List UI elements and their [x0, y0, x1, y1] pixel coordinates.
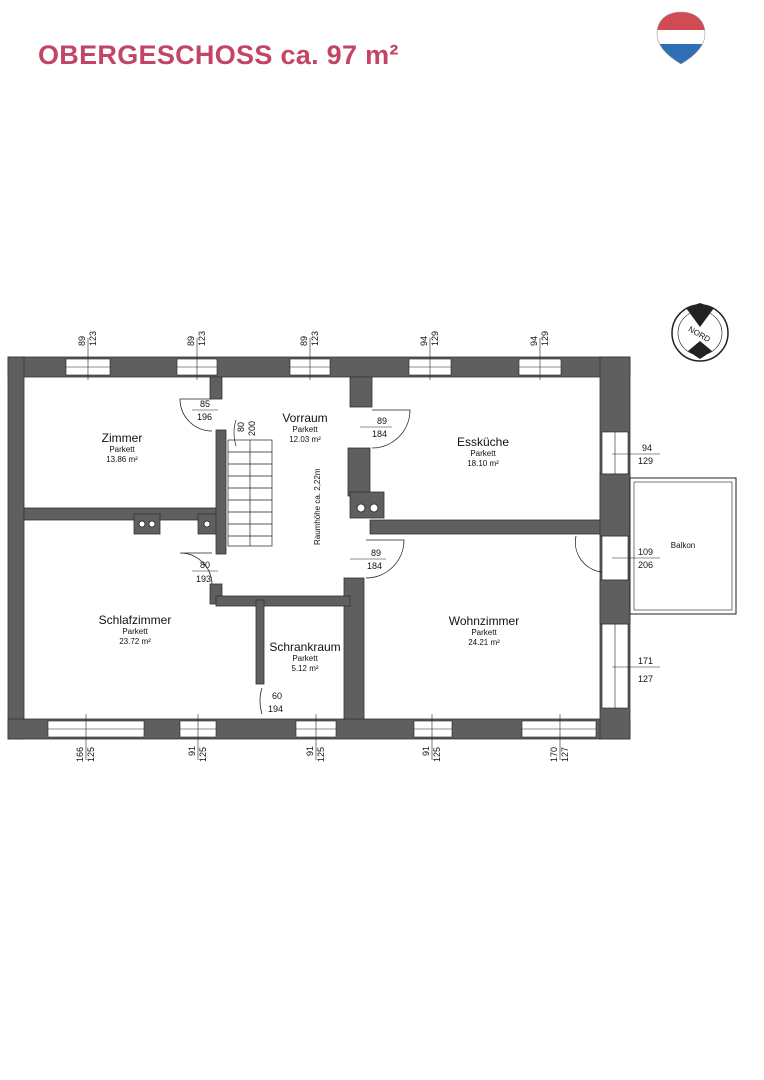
room-zimmer: Zimmer Parkett 13.86 m² [102, 431, 143, 464]
room-schlafzimmer: Schlafzimmer Parkett 23.72 m² [99, 613, 172, 646]
chimney-icon [138, 503, 379, 528]
room-vorraum-name: Vorraum [282, 411, 327, 425]
room-esskueche-area: 18.10 m² [467, 459, 499, 468]
door-1-width: 85 [200, 399, 210, 409]
door-4-width: 80 [200, 560, 210, 570]
window-right-1-width: 94 [642, 443, 652, 453]
window-bottom-3-height: 125 [316, 747, 326, 762]
window-top-3-width: 89 [299, 336, 309, 346]
window-right-1-height: 129 [638, 456, 653, 466]
window-top-1-height: 123 [88, 331, 98, 346]
door-5-height: 184 [367, 561, 382, 571]
window-top-4-width: 94 [419, 336, 429, 346]
window-bottom-1-height: 125 [86, 747, 96, 762]
room-wohnzimmer-area: 24.21 m² [468, 638, 500, 647]
room-schlafzimmer-name: Schlafzimmer [99, 613, 172, 627]
room-wohnzimmer: Wohnzimmer Parkett 24.21 m² [449, 614, 519, 647]
door-2-width: 80 [236, 422, 246, 432]
room-wohnzimmer-floor: Parkett [471, 628, 497, 637]
door-3-width: 89 [377, 416, 387, 426]
window-glass-lines [48, 366, 616, 730]
window-bottom-2-width: 91 [187, 746, 197, 756]
door-6-height: 194 [268, 704, 283, 714]
window-top-4-height: 129 [430, 331, 440, 346]
window-bottom-2-height: 125 [198, 747, 208, 762]
window-bottom-4-width: 91 [421, 746, 431, 756]
room-zimmer-area: 13.86 m² [106, 455, 138, 464]
staircase [227, 419, 273, 547]
window-bottom-3-width: 91 [305, 746, 315, 756]
ceiling-height-note: Raumhöhe ca. 2,22m [313, 468, 322, 545]
room-schrankraum-area: 5.12 m² [291, 664, 318, 673]
interior-walls [23, 376, 631, 720]
north-compass-icon: NORD [671, 303, 729, 362]
room-zimmer-name: Zimmer [102, 431, 143, 445]
window-top-1-width: 89 [77, 336, 87, 346]
window-bottom-4-height: 125 [432, 747, 442, 762]
room-schrankraum: Schrankraum Parkett 5.12 m² [269, 640, 340, 673]
window-right-2-height: 206 [638, 560, 653, 570]
brand-logo-icon [656, 11, 706, 65]
room-schlafzimmer-area: 23.72 m² [119, 637, 151, 646]
window-top-2-height: 123 [197, 331, 207, 346]
room-balkon-name: Balkon [671, 541, 695, 550]
room-schlafzimmer-floor: Parkett [122, 627, 148, 636]
room-vorraum: Vorraum Parkett 12.03 m² [282, 411, 327, 444]
plan-title: OBERGESCHOSS ca. 97 m² [38, 40, 399, 70]
door-4-height: 193 [196, 574, 211, 584]
top-dimensions [87, 338, 541, 380]
bottom-dimensions [85, 714, 561, 760]
window-bottom-1-width: 166 [75, 747, 85, 762]
north-label: NORD [687, 325, 712, 345]
room-vorraum-area: 12.03 m² [289, 435, 321, 444]
window-right-3-height: 127 [638, 674, 653, 684]
window-right-2-width: 109 [638, 547, 653, 557]
room-zimmer-floor: Parkett [109, 445, 135, 454]
door-2-height: 200 [247, 421, 257, 436]
room-esskueche: Essküche Parkett 18.10 m² [457, 435, 509, 468]
right-dimensions [612, 453, 660, 668]
window-top-5-width: 94 [529, 336, 539, 346]
window-top-3-height: 123 [310, 331, 320, 346]
room-vorraum-floor: Parkett [292, 425, 318, 434]
door-dimension-lines [192, 409, 392, 572]
door-1-height: 196 [197, 412, 212, 422]
balcony [629, 477, 737, 615]
window-top-2-width: 89 [186, 336, 196, 346]
room-wohnzimmer-name: Wohnzimmer [449, 614, 519, 628]
door-6-width: 60 [272, 691, 282, 701]
room-esskueche-name: Essküche [457, 435, 509, 449]
door-5-width: 89 [371, 548, 381, 558]
room-schrankraum-floor: Parkett [292, 654, 318, 663]
window-bottom-5-width: 170 [549, 747, 559, 762]
window-right-3-width: 171 [638, 656, 653, 666]
window-top-5-height: 129 [540, 331, 550, 346]
door-3-height: 184 [372, 429, 387, 439]
window-bottom-5-height: 127 [560, 747, 570, 762]
room-esskueche-floor: Parkett [470, 449, 496, 458]
door-swings [179, 398, 603, 715]
window-openings [47, 358, 629, 738]
room-schrankraum-name: Schrankraum [269, 640, 340, 654]
